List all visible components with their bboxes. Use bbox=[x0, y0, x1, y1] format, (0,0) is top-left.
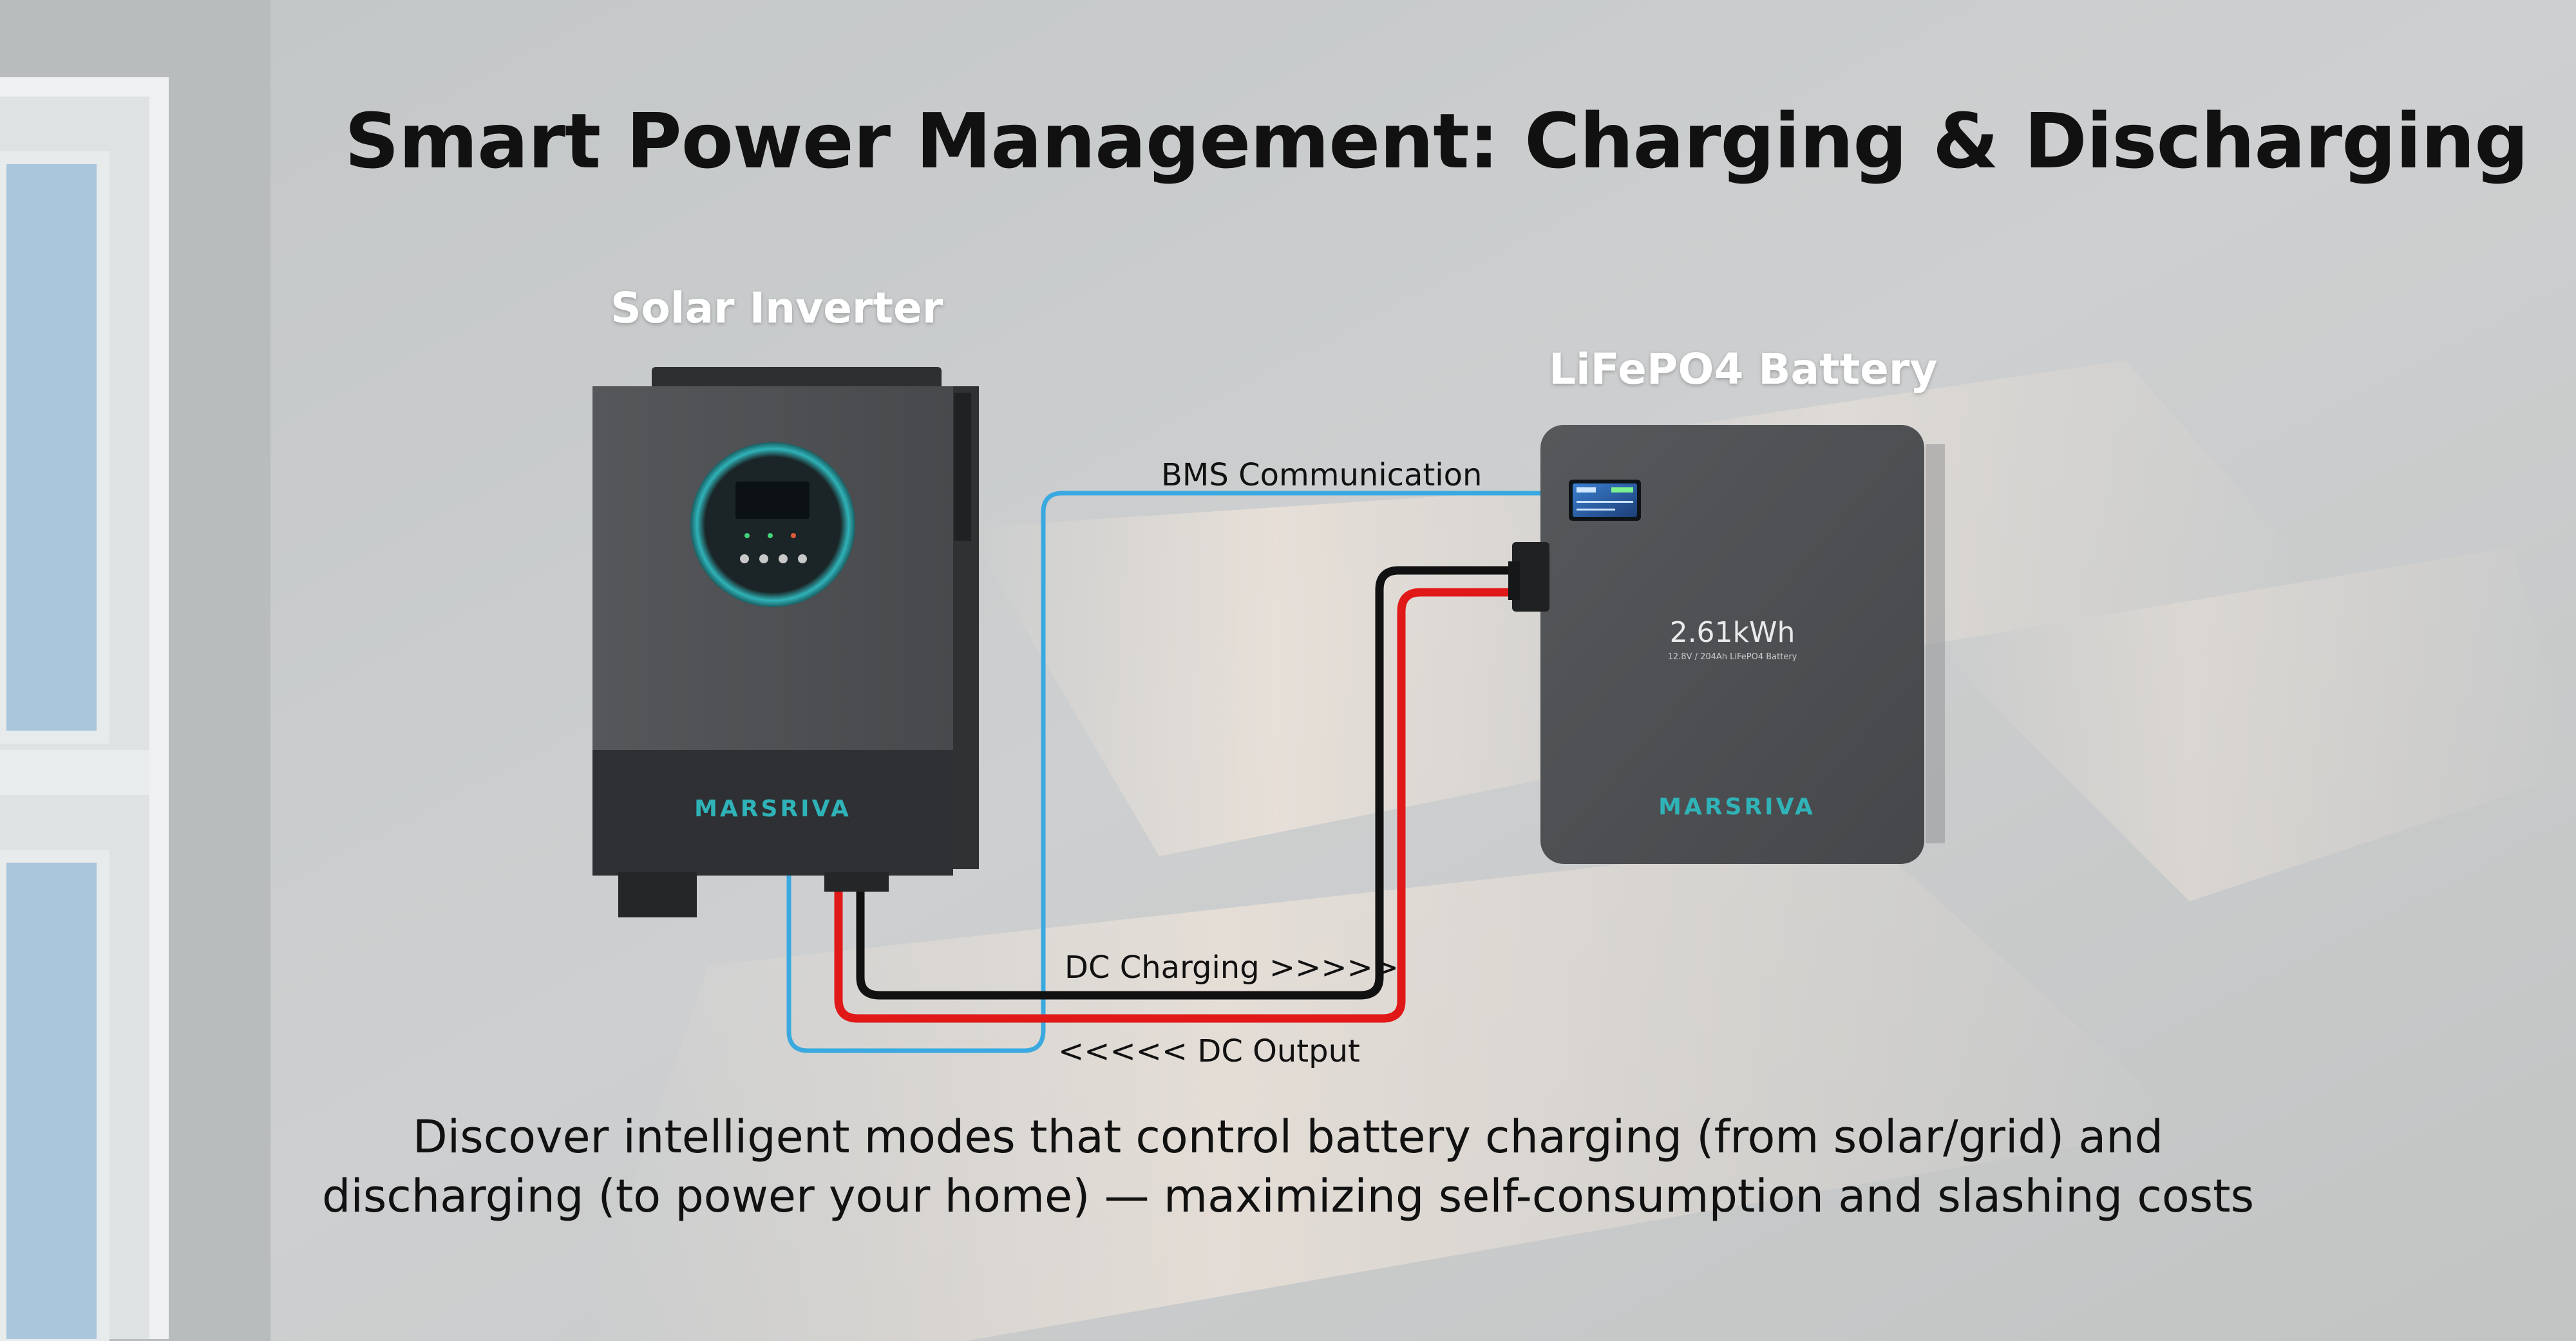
lifepo4-battery: 2.61kWh 12.8V / 204Ah LiFePO4 Battery MA… bbox=[1508, 425, 1945, 864]
description-line-2: discharging (to power your home) — maxim… bbox=[321, 1170, 2255, 1223]
solar-inverter: MARSRIVA bbox=[592, 367, 979, 917]
positive-dc-wire bbox=[834, 588, 1515, 1023]
battery-connector bbox=[1508, 542, 1549, 612]
description: Discover intelligent modes that control … bbox=[193, 1107, 2383, 1226]
battery-spec: 12.8V / 204Ah LiFePO4 Battery bbox=[1668, 652, 1797, 662]
battery-lcd-screen bbox=[1569, 480, 1641, 521]
battery-capacity: 2.61kWh bbox=[1670, 616, 1795, 649]
battery-label: LiFePO4 Battery bbox=[1549, 344, 1938, 394]
bms-communication-wire bbox=[786, 491, 1540, 1053]
inverter-brand: MARSRIVA bbox=[694, 796, 851, 822]
page-title: Smart Power Management: Charging & Disch… bbox=[345, 97, 2529, 185]
window-frame bbox=[0, 0, 270, 1341]
inverter-display-ring bbox=[690, 442, 855, 607]
inverter-label: Solar Inverter bbox=[611, 283, 943, 333]
bms-communication-label: BMS Communication bbox=[1161, 457, 1482, 493]
description-line-1: Discover intelligent modes that control … bbox=[412, 1111, 2164, 1163]
dc-output-label: <<<<< DC Output bbox=[1058, 1033, 1360, 1069]
negative-dc-wire bbox=[856, 566, 1515, 1000]
battery-brand: MARSRIVA bbox=[1658, 794, 1815, 820]
dc-charging-label: DC Charging >>>>> bbox=[1065, 950, 1399, 986]
